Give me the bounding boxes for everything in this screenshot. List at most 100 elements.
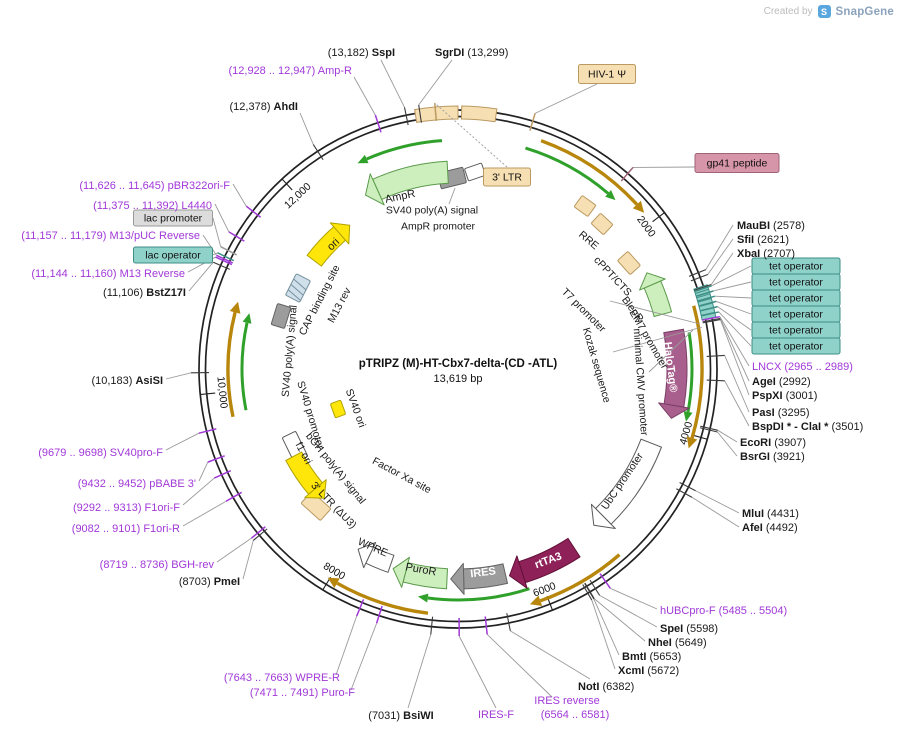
chip-hiv1-psi-bg bbox=[578, 64, 636, 84]
label-maubi[interactable]: MauBI (2578) bbox=[737, 220, 805, 232]
site-tick bbox=[701, 311, 719, 317]
site-tick bbox=[434, 102, 438, 122]
rre-box-2[interactable] bbox=[591, 213, 613, 235]
label-nhei[interactable]: NheI (5649) bbox=[648, 637, 707, 649]
direction-arc-2[interactable] bbox=[690, 305, 704, 439]
label-hubcpro-f[interactable]: hUBCpro-F (5485 .. 5504) bbox=[660, 605, 787, 617]
site-tick bbox=[702, 319, 721, 324]
ubc-promoter-arrow-head bbox=[590, 503, 616, 529]
label-ecori[interactable]: EcoRI (3907) bbox=[740, 437, 806, 449]
label-rre[interactable]: RRE bbox=[576, 229, 601, 252]
direction-arc-4[interactable] bbox=[336, 581, 429, 615]
site-tick bbox=[207, 455, 225, 463]
label-pspxi[interactable]: PspXI (3001) bbox=[752, 390, 817, 402]
label-ires[interactable]: IRES bbox=[470, 565, 497, 580]
direction-arc-1[interactable] bbox=[540, 139, 639, 206]
orf-arrow-2[interactable] bbox=[686, 332, 694, 413]
label-spei[interactable]: SpeI (5598) bbox=[660, 623, 718, 635]
label-pmei[interactable]: (8703) PmeI bbox=[179, 576, 240, 588]
label-sspi[interactable]: (13,182) SspI bbox=[328, 47, 395, 59]
chip-hiv1-psi[interactable]: HIV-1 Ψ bbox=[578, 64, 636, 84]
label-agei[interactable]: AgeI (2992) bbox=[752, 376, 811, 388]
chip-lac-operator[interactable]: lac operator bbox=[133, 246, 213, 264]
label-wpre-r[interactable]: (7643 .. 7663) WPRE-R bbox=[224, 672, 340, 684]
chip-tet-operator-4[interactable]: tet operator bbox=[751, 305, 841, 323]
label-afei[interactable]: AfeI (4492) bbox=[742, 522, 798, 534]
chip-tet-operator-6[interactable]: tet operator bbox=[751, 337, 841, 355]
orf-arrow-3[interactable] bbox=[427, 587, 530, 602]
bleor-arrow[interactable] bbox=[643, 280, 673, 318]
leader-line bbox=[717, 306, 752, 331]
label-mlui[interactable]: MluI (4431) bbox=[742, 508, 799, 520]
chip-tet-operator-1[interactable]: tet operator bbox=[751, 257, 841, 275]
label-ahdi[interactable]: (12,378) AhdI bbox=[230, 101, 298, 113]
chip-gp41-peptide[interactable]: gp41 peptide bbox=[694, 153, 780, 173]
label-asisi[interactable]: (10,183) AsiSI bbox=[91, 375, 163, 387]
leader-line bbox=[593, 598, 620, 656]
label-bmti[interactable]: BmtI (5653) bbox=[622, 651, 681, 663]
label-sv40pro-f[interactable]: (9679 .. 9698) SV40pro-F bbox=[38, 447, 163, 459]
t7-promoter-leader bbox=[609, 300, 701, 325]
chip-tet-operator-5[interactable]: tet operator bbox=[751, 321, 841, 339]
chip-tet-operator-3[interactable]: tet operator bbox=[751, 289, 841, 307]
cppt-cts-box[interactable] bbox=[617, 251, 641, 275]
label-bsrgi[interactable]: BsrGI (3921) bbox=[740, 451, 805, 463]
site-tick bbox=[484, 616, 488, 635]
plasmid-title-block: pTRIPZ (M)-HT-Cbx7-delta-(CD -ATL) 13,61… bbox=[6, 358, 904, 385]
label-sv40-ori[interactable]: SV40 ori bbox=[343, 387, 368, 429]
label-pbabe-3[interactable]: (9432 .. 9452) pBABE 3' bbox=[78, 478, 196, 490]
label-ampr-promoter[interactable]: AmpR promoter bbox=[401, 221, 476, 233]
label-lncx[interactable]: LNCX (2965 .. 2989) bbox=[752, 361, 853, 373]
ampr-promoter-box[interactable] bbox=[464, 162, 486, 182]
label-puror[interactable]: PuroR bbox=[404, 561, 437, 578]
orf-arrow-5[interactable] bbox=[366, 139, 443, 161]
site-tick bbox=[699, 305, 718, 312]
chip-lac-promoter[interactable]: lac promoter bbox=[133, 209, 213, 227]
label-sfii[interactable]: SfiI (2621) bbox=[737, 234, 789, 246]
leader-line bbox=[717, 431, 738, 457]
chip-3ltr[interactable]: 3' LTR bbox=[483, 167, 531, 187]
label-ires-f[interactable]: IRES-F bbox=[478, 709, 514, 721]
label-amp-r[interactable]: (12,928 .. 12,947) Amp-R bbox=[228, 65, 352, 77]
ires-arrow-head bbox=[450, 562, 465, 595]
ampr-arrow[interactable] bbox=[372, 160, 449, 201]
label-bstz17i[interactable]: (11,106) BstZ17I bbox=[103, 287, 186, 299]
position-tick bbox=[199, 392, 216, 396]
label-bspdi-clai[interactable]: BspDI * - ClaI * (3501) bbox=[752, 421, 863, 433]
chip-tet-operator-2[interactable]: tet operator bbox=[751, 273, 841, 291]
label-sv40-poly-a-signal[interactable]: SV40 poly(A) signal bbox=[386, 205, 478, 217]
label-sgrdi[interactable]: SgrDI (13,299) bbox=[435, 47, 508, 59]
hiv1-psi-feature-band[interactable] bbox=[460, 105, 498, 123]
label-factor-xa-site[interactable]: Factor Xa site bbox=[370, 455, 433, 496]
label-pbr322ori-f[interactable]: (11,626 .. 11,645) pBR322ori-F bbox=[79, 180, 230, 192]
cap-binding-box[interactable] bbox=[285, 273, 311, 303]
leader-line bbox=[418, 59, 453, 106]
label-m13-puc-reverse[interactable]: (11,157 .. 11,179) M13/pUC Reverse bbox=[21, 230, 200, 242]
plasmid-size: 13,619 bp bbox=[433, 373, 483, 385]
leader-line bbox=[198, 461, 209, 482]
label-ires-reverse-range[interactable]: (6564 .. 6581) bbox=[541, 709, 610, 721]
label-f1ori-f[interactable]: (9292 .. 9313) F1ori-F bbox=[73, 502, 180, 514]
label-xbai[interactable]: XbaI (2707) bbox=[737, 248, 795, 260]
label-m13-reverse[interactable]: (11,144 .. 11,160) M13 Reverse bbox=[31, 268, 185, 280]
label-xcmi[interactable]: XcmI (5672) bbox=[618, 665, 679, 677]
site-tick bbox=[694, 285, 712, 293]
sv40-polya-box-left[interactable] bbox=[270, 303, 292, 329]
label-noti[interactable]: NotI (6382) bbox=[578, 681, 634, 693]
orf-arrow-1[interactable] bbox=[525, 146, 610, 195]
label-pasi[interactable]: PasI (3295) bbox=[752, 407, 810, 419]
label-puro-f[interactable]: (7471 .. 7491) Puro-F bbox=[250, 687, 355, 699]
label-f1ori-r[interactable]: (9082 .. 9101) F1ori-R bbox=[72, 523, 180, 535]
direction-arc-5[interactable] bbox=[226, 311, 237, 418]
sv40-ori-box[interactable] bbox=[330, 399, 346, 419]
site-tick bbox=[679, 482, 696, 492]
label-bsiwi[interactable]: (7031) BsiWI bbox=[368, 710, 433, 722]
label-bgh-rev[interactable]: (8719 .. 8736) BGH-rev bbox=[100, 559, 215, 571]
direction-arc-3[interactable] bbox=[539, 553, 621, 603]
orf-arrow-4[interactable] bbox=[240, 322, 249, 411]
sv40-promoter-arrow[interactable] bbox=[285, 451, 324, 496]
leader-line bbox=[214, 203, 230, 233]
label-ires-reverse[interactable]: IRES reverse bbox=[534, 695, 599, 707]
rre-box-1[interactable] bbox=[574, 195, 596, 217]
label-l4440[interactable]: (11,375 .. 11,392) L4440 bbox=[93, 200, 212, 212]
